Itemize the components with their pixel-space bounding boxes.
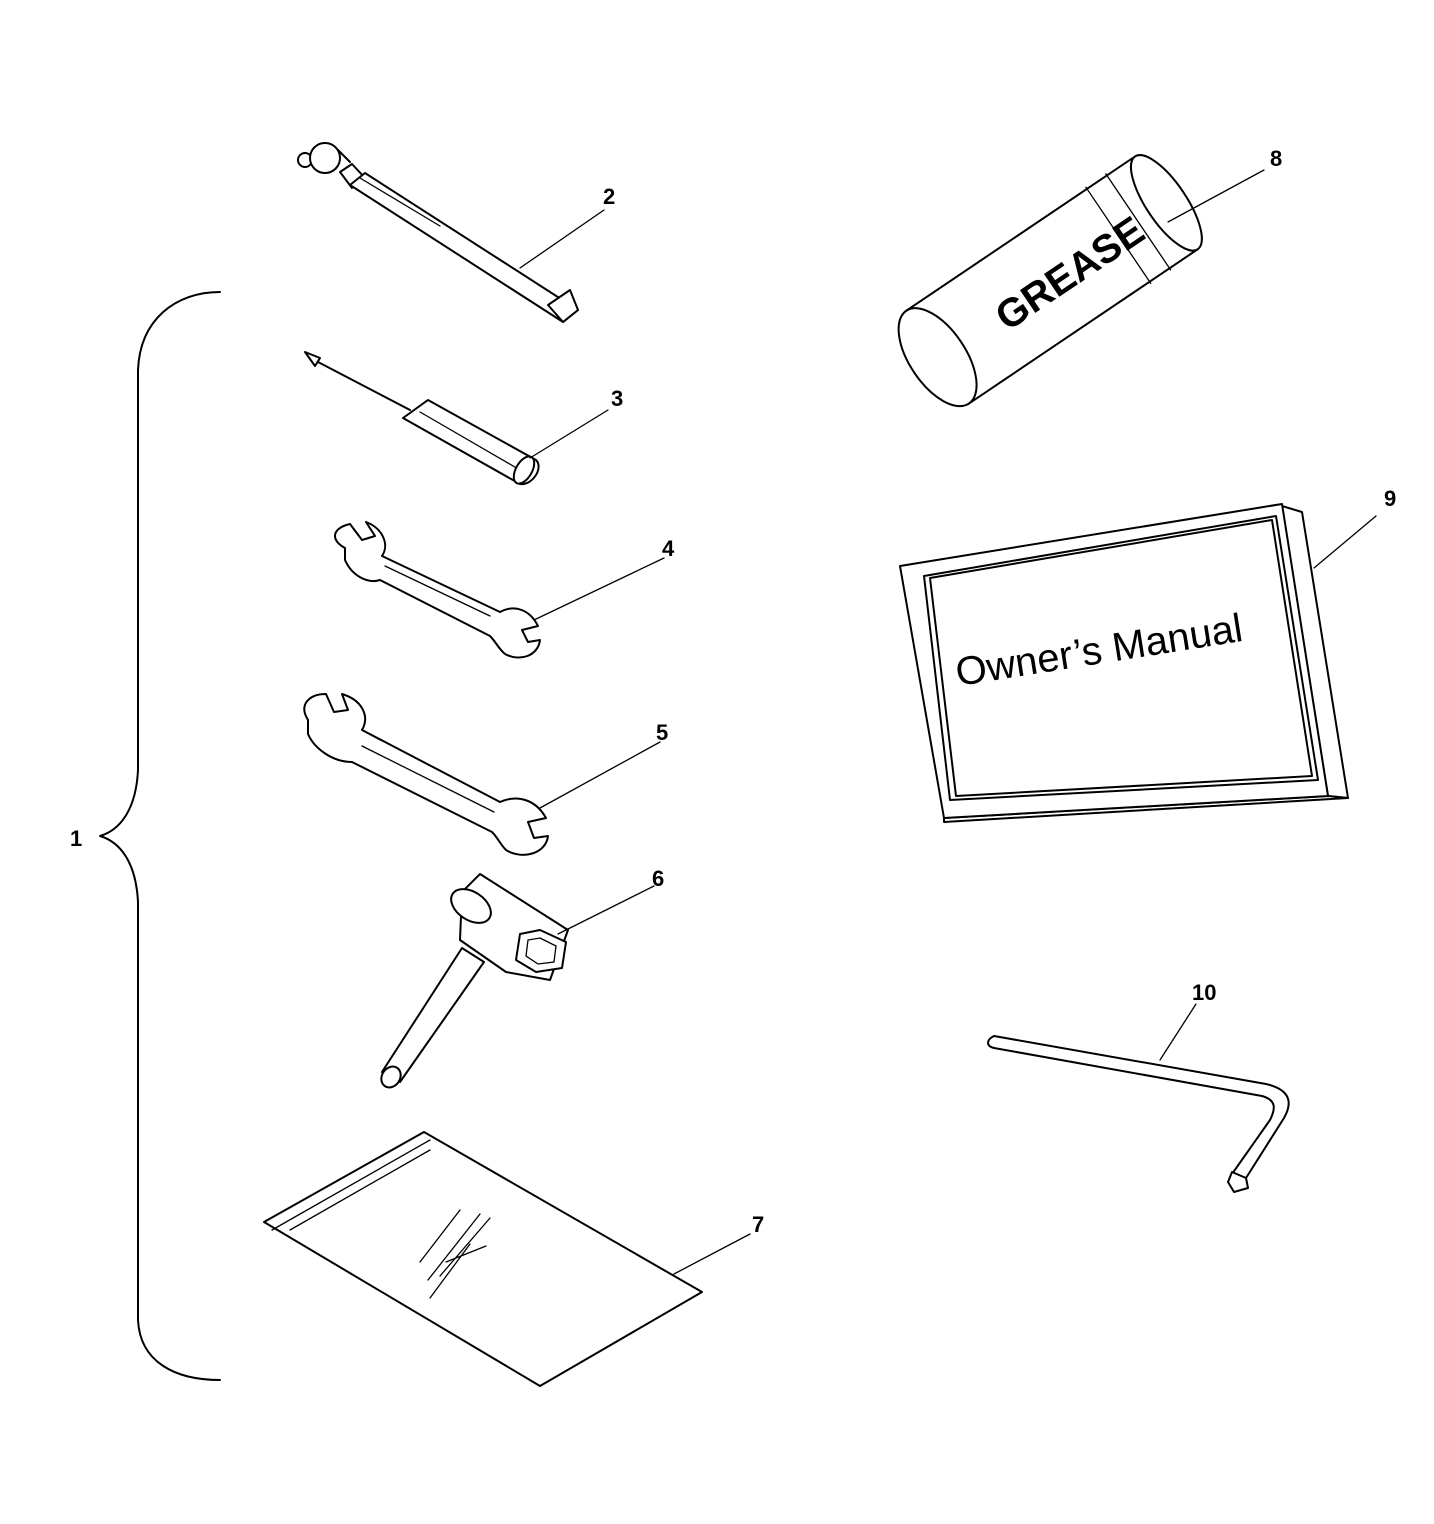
hex-key-icon <box>987 1035 1290 1193</box>
leader-4 <box>533 557 665 621</box>
leader-3 <box>529 409 609 459</box>
pressure-gauge-icon <box>297 142 579 323</box>
screwdriver-icon <box>304 351 540 486</box>
leader-10 <box>1159 1003 1197 1061</box>
leader-6 <box>557 885 655 935</box>
callout-2: 2 <box>603 184 615 209</box>
callout-4: 4 <box>662 536 675 561</box>
owners-manual-icon: Owner’s Manual <box>899 503 1349 823</box>
socket-wrench-icon <box>380 873 569 1089</box>
wrench-large-icon <box>303 693 549 856</box>
tool-bag-icon <box>263 1131 703 1387</box>
callout-7: 7 <box>752 1212 764 1237</box>
leader-8 <box>1167 169 1265 223</box>
callout-1: 1 <box>70 826 82 851</box>
callout-8: 8 <box>1270 146 1282 171</box>
leader-9 <box>1313 515 1377 569</box>
wrench-small-icon <box>334 521 541 659</box>
callout-5: 5 <box>656 720 668 745</box>
callout-10: 10 <box>1192 980 1216 1005</box>
callout-6: 6 <box>652 866 664 891</box>
leader-7 <box>673 1233 751 1275</box>
group-brace <box>99 291 221 1381</box>
callout-3: 3 <box>611 386 623 411</box>
leader-5 <box>539 741 661 809</box>
leader-2 <box>519 209 605 269</box>
callout-9: 9 <box>1384 486 1396 511</box>
grease-tube-icon: GREASE <box>897 154 1203 408</box>
